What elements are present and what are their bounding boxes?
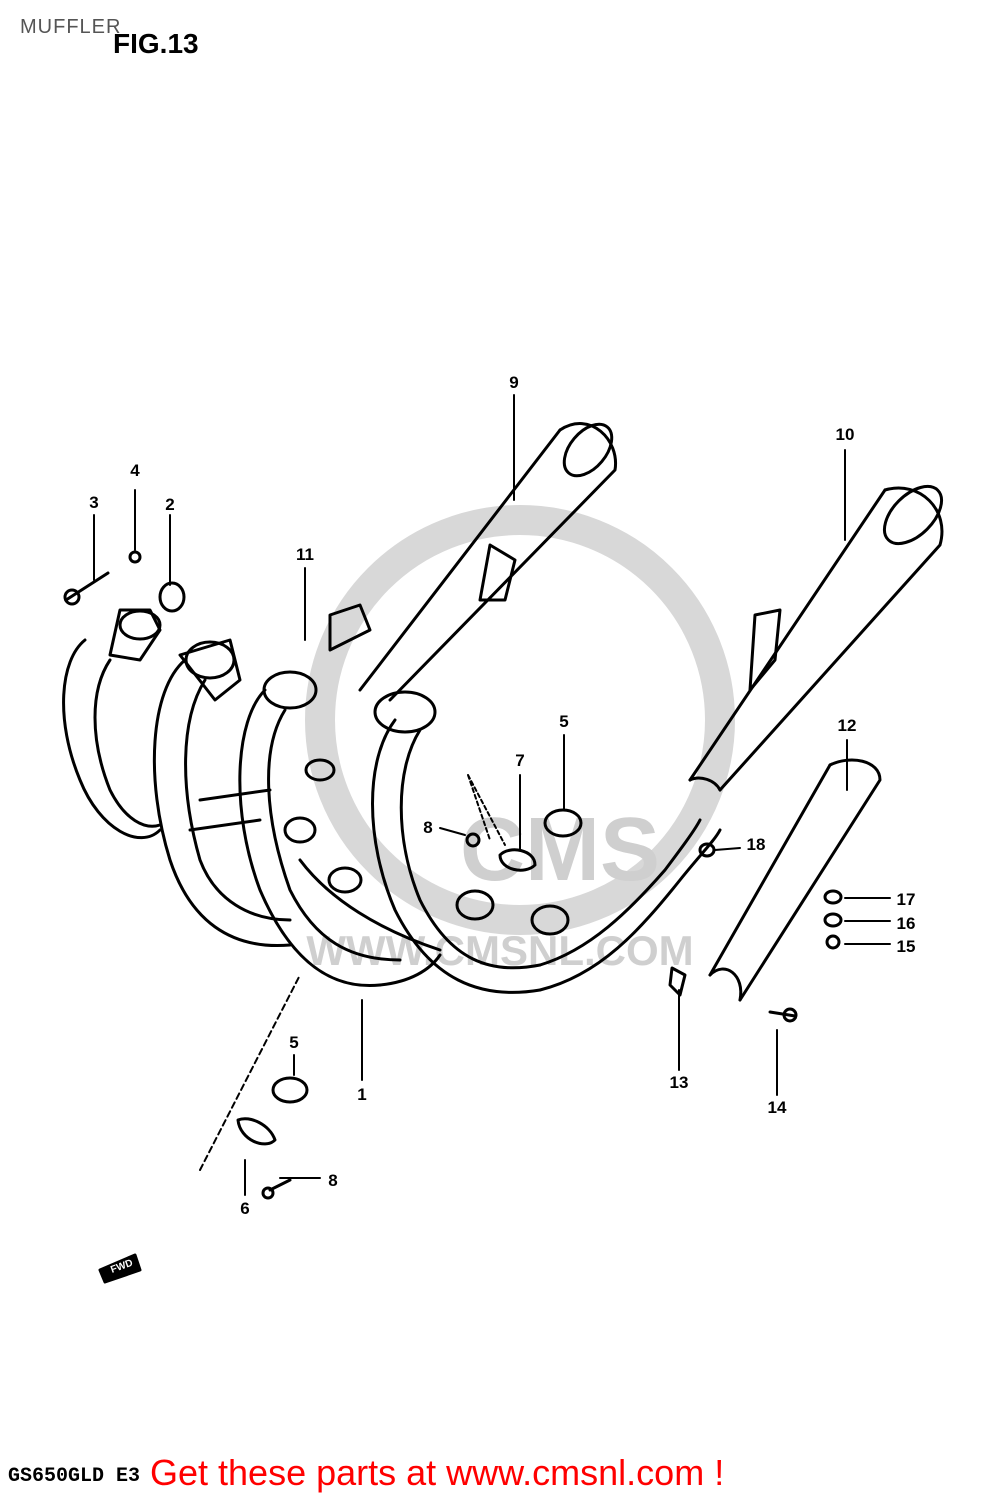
callout-17: 17 <box>897 890 916 909</box>
callout-labels: 1 2 3 4 5 5 6 7 8 8 9 10 11 12 13 14 15 … <box>89 373 915 1218</box>
callout-6: 6 <box>240 1199 249 1218</box>
small-parts <box>63 550 843 1200</box>
fwd-arrow <box>98 1253 142 1284</box>
muffler-right <box>688 484 944 792</box>
callout-3: 3 <box>89 493 98 512</box>
heat-shield <box>708 758 882 1002</box>
callout-15: 15 <box>897 937 916 956</box>
figure-title: FIG.13 <box>113 28 199 59</box>
callout-16: 16 <box>897 914 916 933</box>
callout-10: 10 <box>836 425 855 444</box>
callout-1: 1 <box>357 1085 366 1104</box>
callout-13: 13 <box>670 1073 689 1092</box>
callout-11: 11 <box>296 545 314 564</box>
callout-5b: 5 <box>289 1033 298 1052</box>
callout-2: 2 <box>165 495 174 514</box>
model-code: GS650GLD E3 <box>8 1465 141 1488</box>
page-header-title: MUFFLER <box>20 16 122 38</box>
callout-14: 14 <box>768 1098 787 1117</box>
callout-7: 7 <box>515 751 524 770</box>
parts-link-banner[interactable]: Get these parts at www.cmsnl.com ! <box>150 1452 725 1493</box>
callout-5a: 5 <box>559 712 568 731</box>
callout-4: 4 <box>130 461 140 480</box>
exhaust-pipe-b <box>152 638 292 948</box>
callout-12: 12 <box>838 716 857 735</box>
callout-8b: 8 <box>328 1171 337 1190</box>
callout-9: 9 <box>509 373 518 392</box>
muffler-left <box>358 422 618 702</box>
callout-18: 18 <box>747 835 766 854</box>
exhaust-pipe-a <box>62 608 162 840</box>
connector-pipes <box>283 758 570 952</box>
watermark: CMS WWW.CMSNL.COM <box>305 505 735 974</box>
exhaust-pipe-c <box>238 670 442 988</box>
callout-8a: 8 <box>423 818 432 837</box>
leader-lines <box>93 394 891 1196</box>
watermark-logo-text: CMS <box>460 800 660 900</box>
